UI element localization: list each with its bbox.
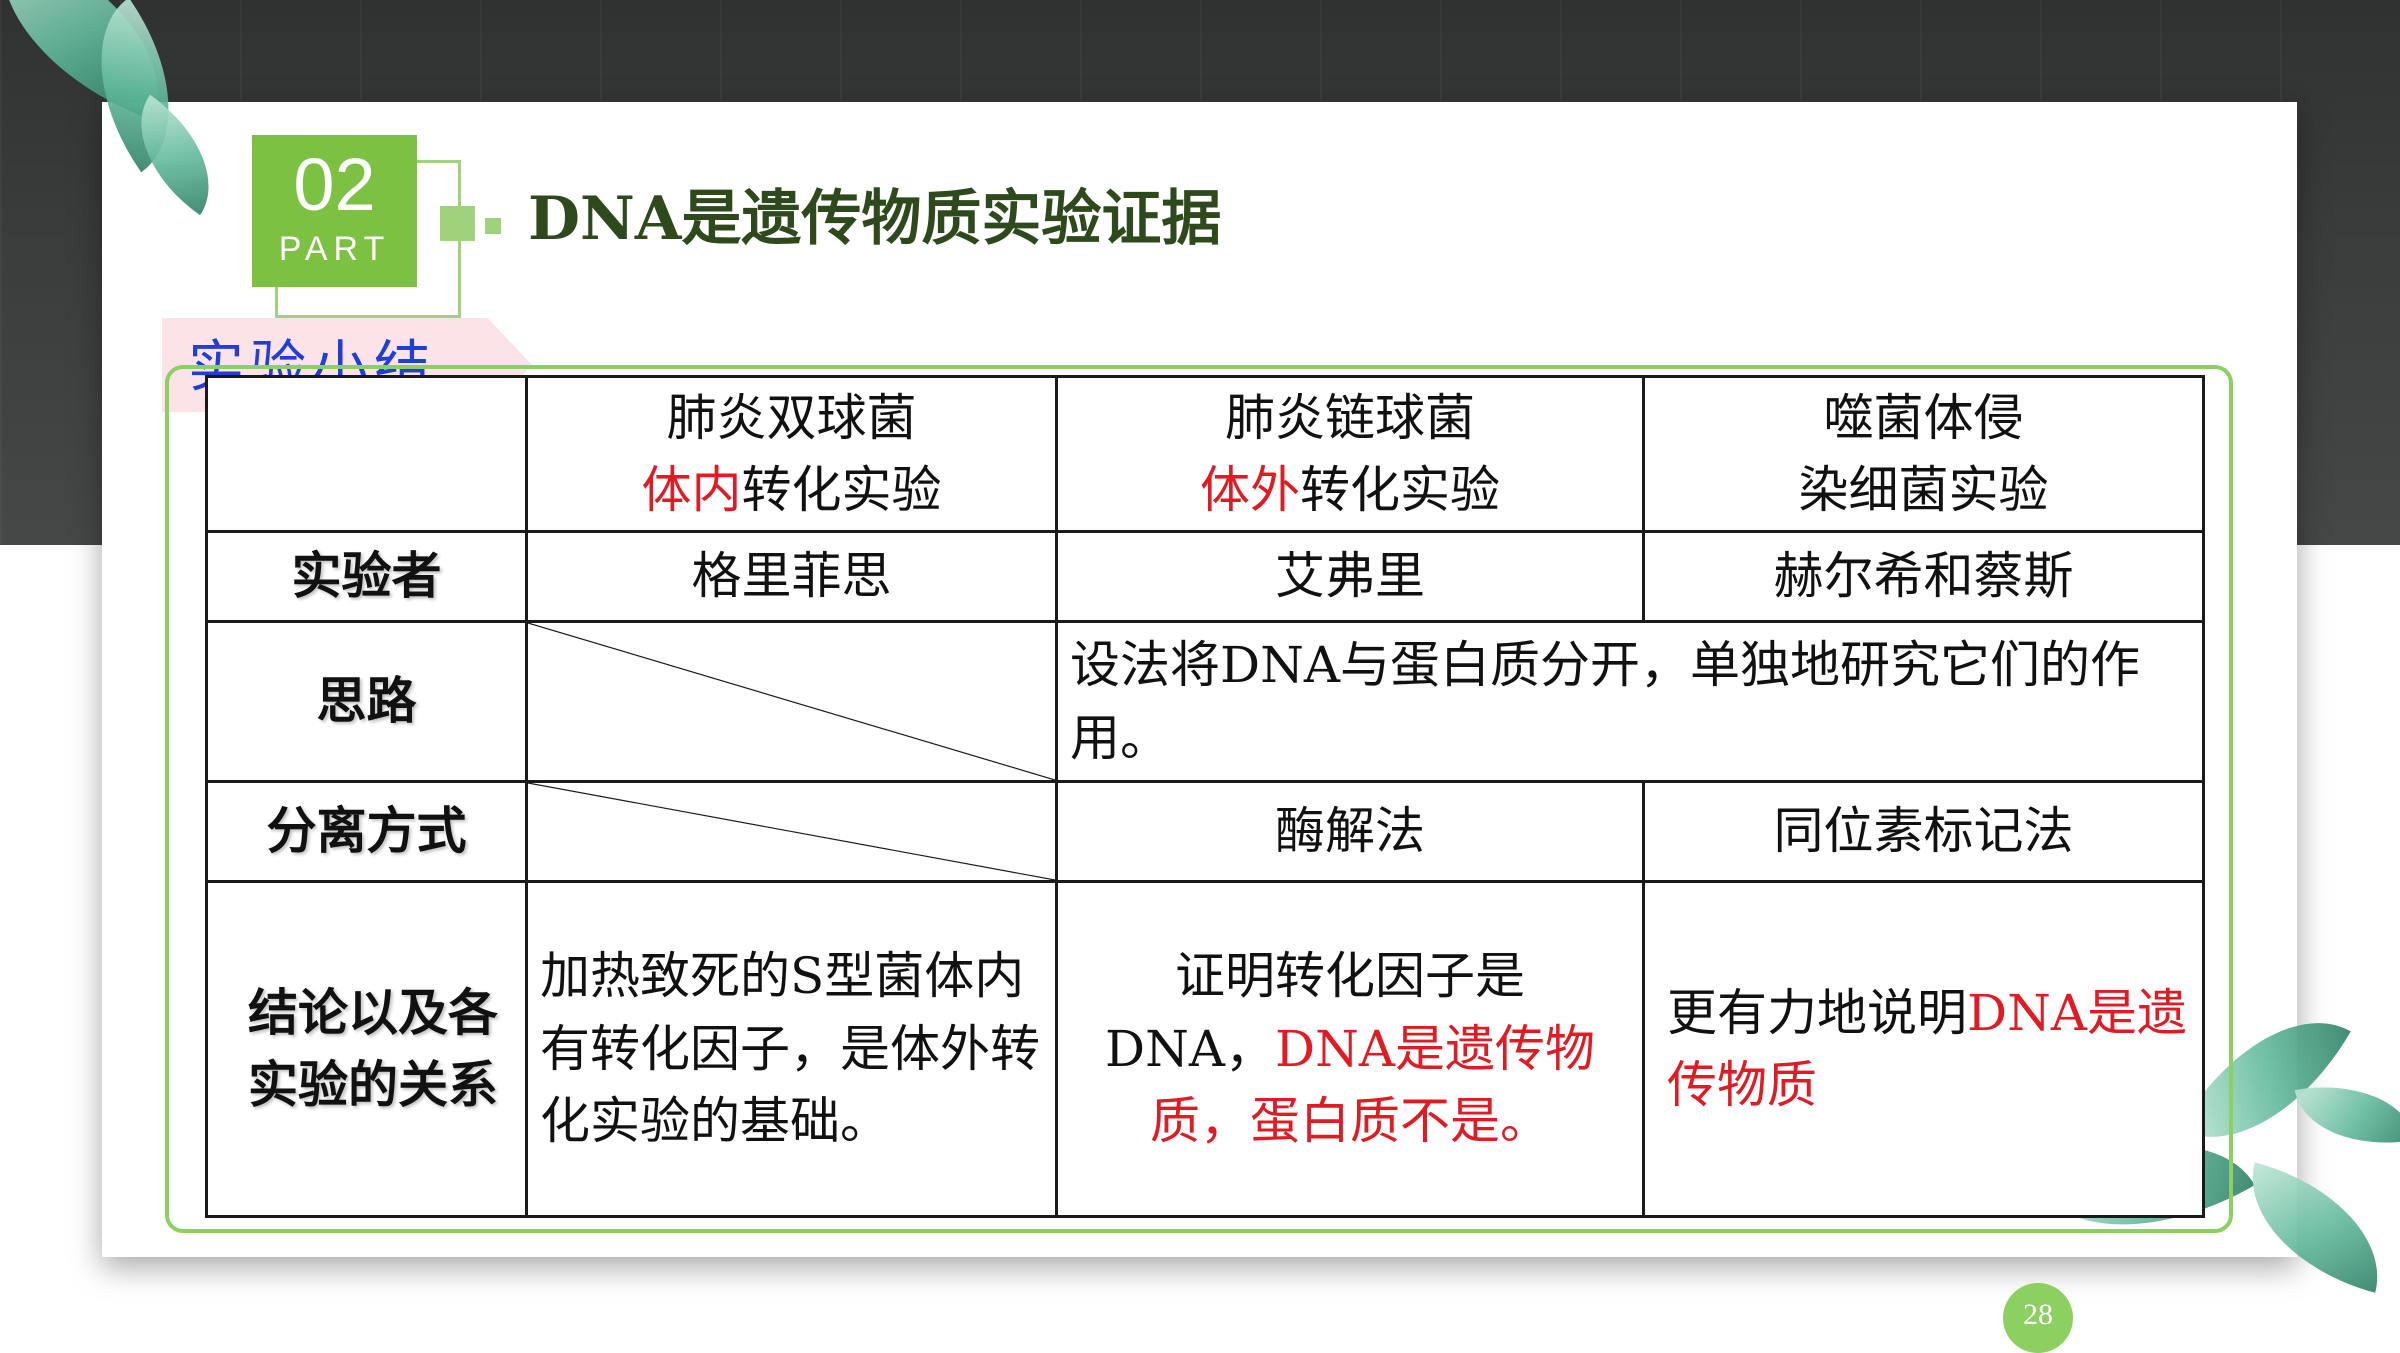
conclusion-in-vitro-red: DNA是遗传物质，蛋白质不是。 xyxy=(1150,1019,1595,1151)
table-row-conclusion: 结论以及各实验的关系 加热致死的S型菌体内有转化因子，是体外转化实验的基础。 证… xyxy=(205,880,2205,1218)
header-in-vivo-line1: 肺炎双球菌 xyxy=(666,388,917,447)
diagonal-line xyxy=(528,783,1055,880)
decor-square xyxy=(440,206,475,241)
row-label-experimenter: 实验者 xyxy=(205,530,528,623)
empty-corner-cell xyxy=(205,375,528,533)
part-number: 02 xyxy=(293,143,376,226)
table-row-experimenter: 实验者 格里菲思 艾弗里 赫尔希和蔡斯 xyxy=(205,530,2205,623)
idea-text: 设法将DNA与蛋白质分开，单独地研究它们的作用。 xyxy=(1055,620,2205,783)
row-label-conclusion: 结论以及各实验的关系 xyxy=(205,880,528,1218)
header-in-vitro-line1: 肺炎链球菌 xyxy=(1225,388,1475,447)
header-in-vitro-rest: 转化实验 xyxy=(1300,461,1500,519)
header-phage: 噬菌体侵 染细菌实验 xyxy=(1642,375,2205,533)
experimenter-avery: 艾弗里 xyxy=(1055,530,1645,623)
page-number: 28 xyxy=(2003,1283,2073,1353)
header-phage-line2: 染细菌实验 xyxy=(1798,461,2049,519)
table-row-separation: 分离方式 酶解法 同位素标记法 xyxy=(205,780,2205,883)
row-label-idea: 思路 xyxy=(205,620,528,783)
diagonal-empty-cell xyxy=(525,780,1058,883)
diagonal-empty-cell xyxy=(525,620,1058,783)
summary-table: 肺炎双球菌 体内转化实验 肺炎链球菌 体外转化实验 噬菌体侵 染细菌实验 实验者… xyxy=(205,375,2205,1218)
header-in-vitro: 肺炎链球菌 体外转化实验 xyxy=(1055,375,1645,533)
experimenter-griffith: 格里菲思 xyxy=(525,530,1058,623)
part-badge: 02 PART xyxy=(252,135,417,287)
conclusion-in-vivo: 加热致死的S型菌体内有转化因子，是体外转化实验的基础。 xyxy=(525,880,1058,1218)
row-label-separation: 分离方式 xyxy=(205,780,528,883)
header-in-vitro-line2: 体外转化实验 xyxy=(1070,454,1630,527)
highlight-in-vitro: 体外 xyxy=(1200,461,1300,519)
separation-enzyme: 酶解法 xyxy=(1055,780,1645,883)
conclusion-phage-black: 更有力地说明 xyxy=(1667,983,1967,1042)
table-row-header: 肺炎双球菌 体内转化实验 肺炎链球菌 体外转化实验 噬菌体侵 染细菌实验 xyxy=(205,375,2205,533)
conclusion-phage-red: DNA是遗传物质 xyxy=(1667,983,2187,1115)
diagonal-line xyxy=(528,623,1055,780)
slide-title: DNA是遗传物质实验证据 xyxy=(528,184,1222,254)
part-word: PART xyxy=(278,230,391,268)
decor-square xyxy=(485,218,501,234)
highlight-in-vivo: 体内 xyxy=(641,461,742,519)
table-row-idea: 思路 设法将DNA与蛋白质分开，单独地研究它们的作用。 xyxy=(205,620,2205,783)
header-in-vivo-line2: 体内转化实验 xyxy=(540,454,1043,527)
conclusion-in-vitro-black: 证明转化因子是DNA， xyxy=(1105,947,1525,1078)
header-in-vivo-rest: 转化实验 xyxy=(741,461,942,519)
separation-isotope: 同位素标记法 xyxy=(1642,780,2205,883)
experimenter-hershey-chase: 赫尔希和蔡斯 xyxy=(1642,530,2205,623)
conclusion-in-vitro: 证明转化因子是DNA，DNA是遗传物质，蛋白质不是。 xyxy=(1055,880,1645,1218)
header-in-vivo: 肺炎双球菌 体内转化实验 xyxy=(525,375,1058,533)
conclusion-phage: 更有力地说明DNA是遗传物质 xyxy=(1642,880,2205,1218)
header-phage-line1: 噬菌体侵 xyxy=(1823,388,2024,447)
table-frame xyxy=(165,365,2233,1233)
